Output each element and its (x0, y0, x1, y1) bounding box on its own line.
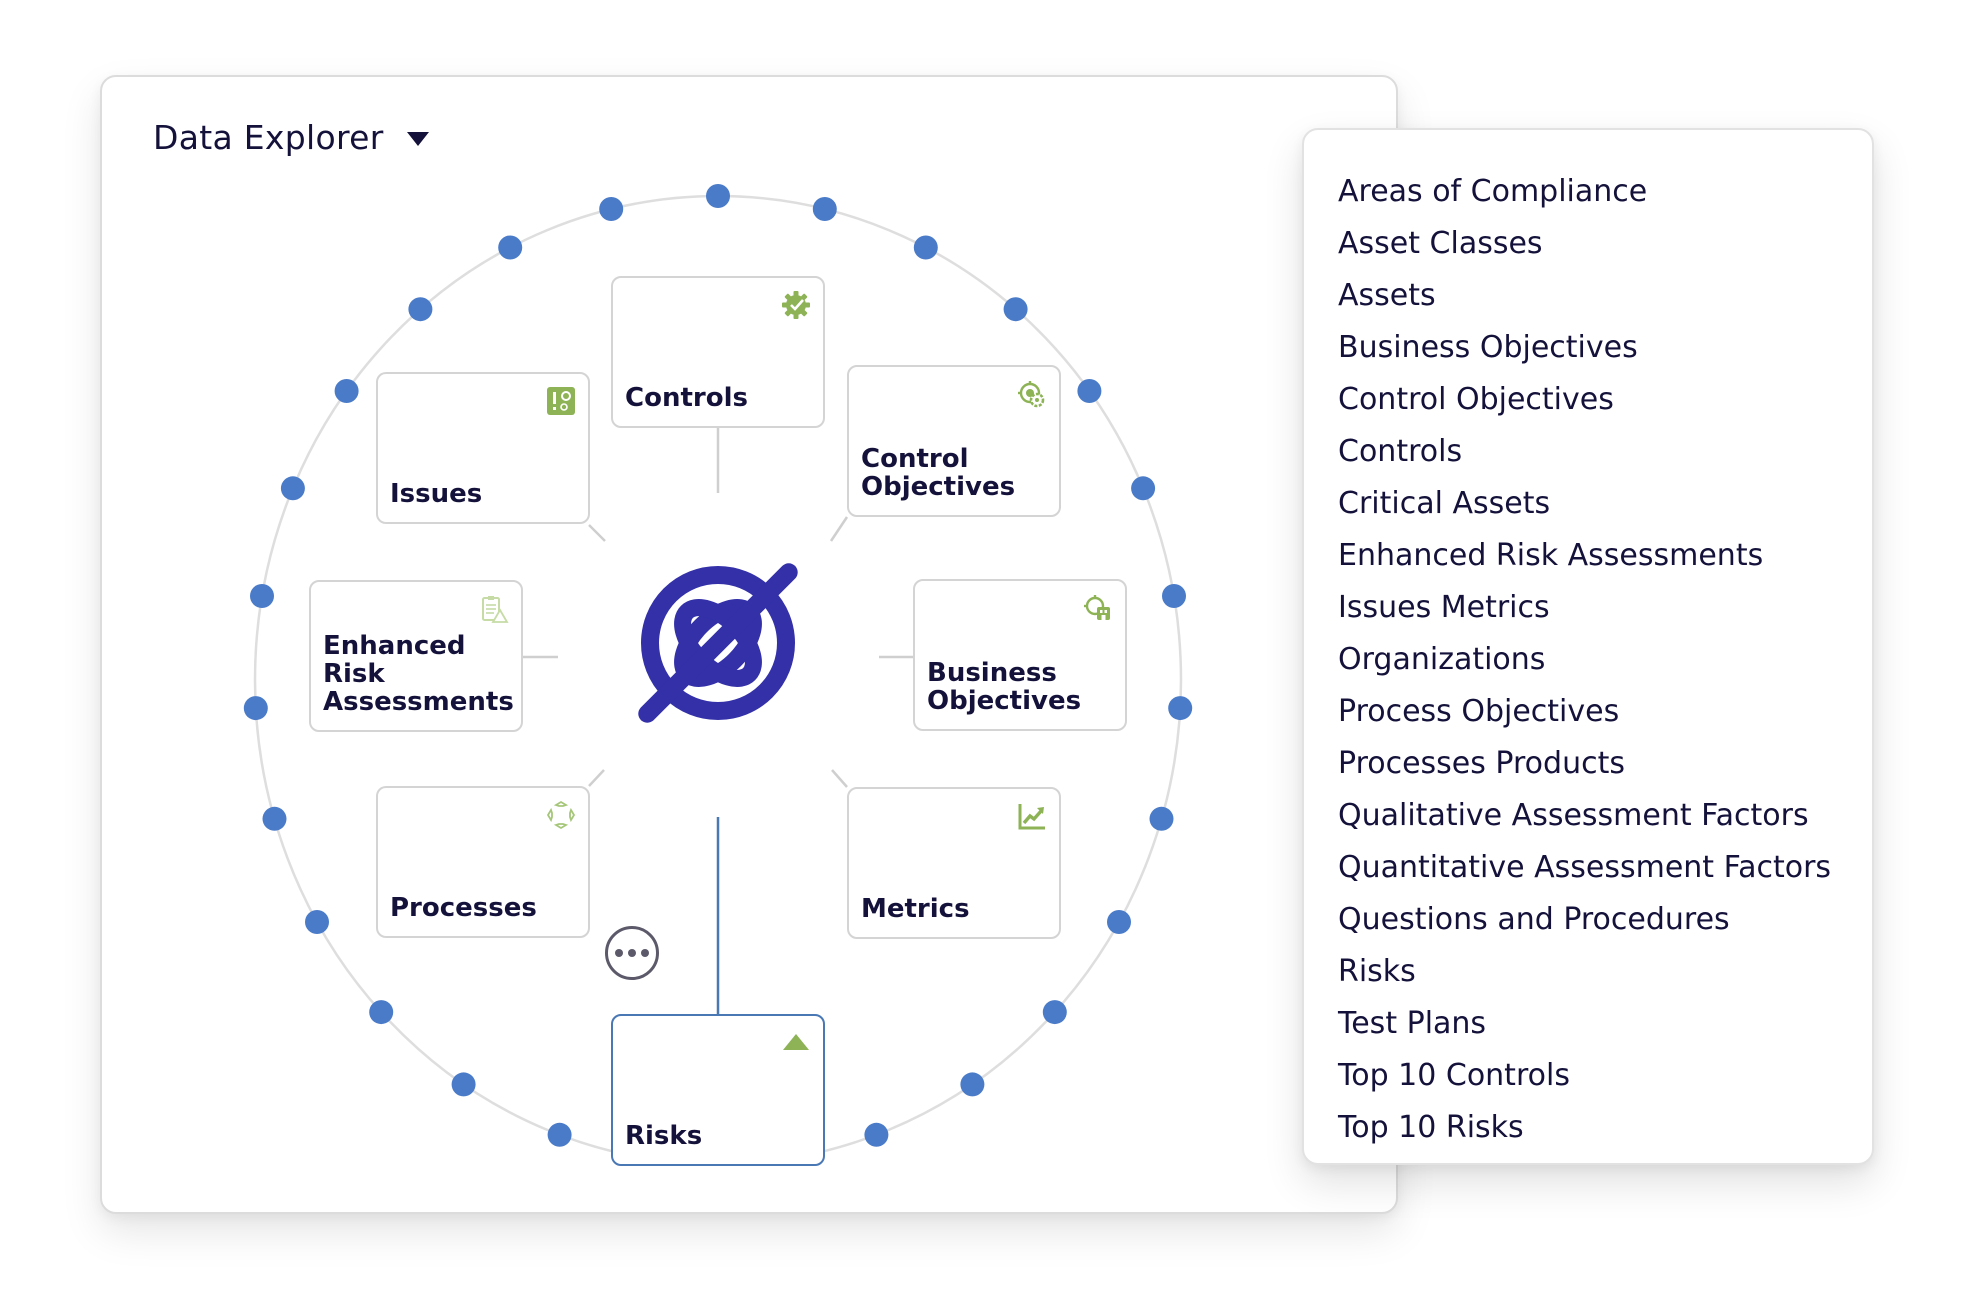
list-item[interactable]: Quantitative Assessment Factors (1338, 850, 1832, 885)
ring-dot[interactable] (369, 1000, 394, 1025)
node-business-objectives[interactable]: Business Objectives (913, 579, 1127, 731)
node-processes[interactable]: Processes (376, 786, 590, 938)
node-enhanced-risk-assessments[interactable]: Enhanced Risk Assessments (309, 580, 523, 732)
issue-gear-icon (547, 387, 575, 415)
ring-dot[interactable] (262, 806, 287, 831)
ring-dot[interactable] (498, 235, 523, 260)
ring-dot[interactable] (250, 584, 274, 608)
node-label: Enhanced Risk Assessments (323, 631, 514, 717)
ring-dot[interactable] (451, 1072, 476, 1097)
more-options-button[interactable] (605, 926, 659, 980)
list-item[interactable]: Risks (1338, 954, 1416, 989)
more-options-icon (615, 949, 623, 957)
node-issues[interactable]: Issues (376, 372, 590, 524)
list-item[interactable]: Asset Classes (1338, 226, 1543, 261)
caret-down-icon[interactable] (407, 132, 429, 146)
target-building-icon (1084, 595, 1110, 620)
list-item[interactable]: Test Plans (1338, 1006, 1487, 1041)
triangle-up-icon (783, 1034, 809, 1050)
gear-check-icon (782, 291, 810, 319)
ring-dot[interactable] (960, 1072, 985, 1097)
node-label: Metrics (861, 894, 970, 924)
ring-dot[interactable] (913, 235, 938, 260)
list-item[interactable]: Questions and Procedures (1338, 902, 1730, 937)
list-item[interactable]: Top 10 Controls (1338, 1058, 1570, 1093)
node-risks[interactable]: Risks (611, 1014, 825, 1166)
ring-dot[interactable] (305, 910, 329, 934)
connector-control-objectives (829, 516, 849, 542)
ring-dot[interactable] (1003, 297, 1028, 322)
orbit-logo-icon (638, 563, 798, 723)
node-label: Issues (390, 479, 483, 509)
node-label: Risks (625, 1121, 703, 1151)
list-item[interactable]: Issues Metrics (1338, 590, 1550, 625)
ring-dot[interactable] (1107, 910, 1131, 934)
list-item[interactable]: Top 10 Risks (1338, 1110, 1524, 1145)
more-dot (641, 949, 649, 957)
ring-dot[interactable] (280, 476, 305, 501)
ring-dot[interactable] (243, 696, 268, 721)
connector-metrics (831, 769, 848, 788)
list-item[interactable]: Qualitative Assessment Factors (1338, 798, 1809, 833)
clipboard-warning-icon (482, 596, 509, 623)
list-item[interactable]: Controls (1338, 434, 1463, 469)
node-label: Controls (625, 383, 748, 413)
page-title[interactable]: Data Explorer (153, 118, 384, 157)
list-item[interactable]: Processes Products (1338, 746, 1625, 781)
connector-processes (588, 769, 605, 787)
ring-dot[interactable] (1149, 806, 1174, 831)
ring-dot[interactable] (547, 1122, 572, 1147)
list-item[interactable]: Control Objectives (1338, 382, 1614, 417)
node-label: Control Objectives (861, 444, 1016, 502)
list-item[interactable]: Business Objectives (1338, 330, 1638, 365)
list-item[interactable]: Areas of Compliance (1338, 174, 1648, 209)
list-item[interactable]: Assets (1338, 278, 1436, 313)
list-item[interactable]: Enhanced Risk Assessments (1338, 538, 1764, 573)
trend-chart-icon (1018, 804, 1045, 830)
ring-dot[interactable] (812, 197, 837, 221)
ring-dot[interactable] (1077, 379, 1102, 403)
more-dot (628, 949, 636, 957)
ring-dot[interactable] (334, 379, 359, 403)
node-controls[interactable]: Controls (611, 276, 825, 428)
connector-issues (588, 524, 606, 542)
ring-dot[interactable] (1168, 696, 1193, 721)
cycle-arrows-icon (546, 800, 576, 830)
node-control-objectives[interactable]: Control Objectives (847, 365, 1061, 517)
node-metrics[interactable]: Metrics (847, 787, 1061, 939)
ring-dot[interactable] (1162, 584, 1186, 608)
node-label: Business Objectives (927, 658, 1082, 716)
ring-dot[interactable] (1131, 476, 1156, 501)
ring-dot[interactable] (599, 197, 624, 221)
list-item[interactable]: Organizations (1338, 642, 1546, 677)
ring-dot[interactable] (408, 297, 433, 322)
list-item[interactable]: Process Objectives (1338, 694, 1620, 729)
node-label: Processes (390, 893, 537, 923)
target-gear-icon (1018, 381, 1045, 408)
list-item[interactable]: Critical Assets (1338, 486, 1551, 521)
ring-dot[interactable] (1042, 1000, 1067, 1025)
ring-dot[interactable] (864, 1122, 889, 1147)
ring-dot[interactable] (706, 184, 730, 208)
